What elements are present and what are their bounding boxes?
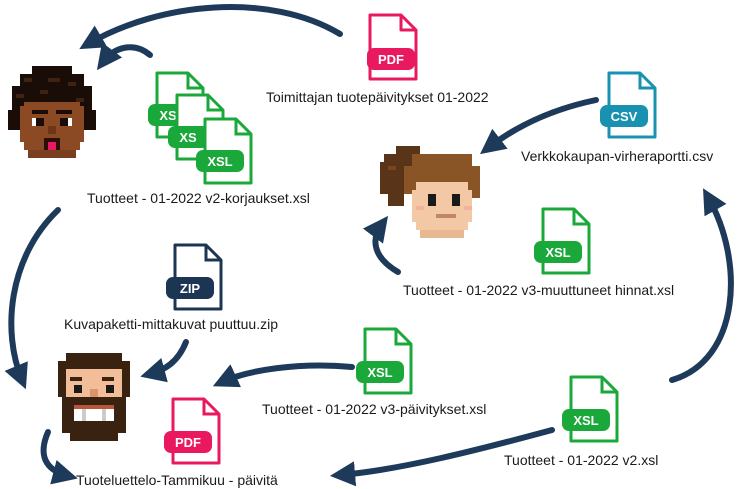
arrow-v3-prices-to-center-avatar bbox=[362, 215, 401, 275]
avatar-dark-hair bbox=[8, 66, 96, 158]
arrow-xsl-stack-to-top-avatar bbox=[96, 42, 153, 71]
xsl-file-icon-v2: XSL bbox=[562, 375, 619, 443]
file-label-v2: Tuotteet - 01-2022 v2.xsl bbox=[504, 452, 659, 468]
xsl-file-icon-v3-prices: XSL bbox=[534, 207, 591, 275]
zip-badge-label: ZIP bbox=[180, 281, 201, 296]
arrow-v3-updates-to-bottom-avatar bbox=[212, 362, 355, 388]
xsl-badge-mid: XS bbox=[179, 130, 197, 145]
xsl-file-icon-v3-updates: XSL bbox=[356, 327, 413, 395]
arrow-v2-to-catalog bbox=[329, 427, 555, 487]
xsl-badge-v3-updates: XSL bbox=[367, 365, 392, 380]
xsl-badge-v2: XSL bbox=[573, 413, 598, 428]
pdf-file-icon: PDF bbox=[367, 13, 418, 81]
file-label-image-package: Kuvapaketti-mittakuvat puuttuu.zip bbox=[64, 316, 279, 332]
avatar-bearded bbox=[58, 353, 130, 441]
file-label-supplier-updates: Toimittajan tuotepäivitykset 01-2022 bbox=[266, 89, 489, 105]
arrow-zip-to-bottom-avatar bbox=[140, 339, 189, 383]
csv-badge-label: CSV bbox=[611, 109, 638, 124]
csv-file-icon: CSV bbox=[600, 71, 657, 139]
xsl-file-stack-icon: XS XS XSL bbox=[148, 71, 253, 185]
pdf-file-icon-catalog: PDF bbox=[164, 397, 221, 465]
arrow-bottom-avatar-to-catalog bbox=[40, 429, 78, 485]
arrow-csv-to-center-avatar bbox=[480, 97, 599, 155]
arrow-v2-to-center-avatar bbox=[669, 188, 734, 383]
arrow-top-avatar-to-bottom-avatar bbox=[4, 207, 61, 390]
avatar-brown-hair bbox=[380, 146, 480, 238]
arrow-pdf-to-top-avatar bbox=[79, 4, 343, 50]
pdf-badge-label: PDF bbox=[378, 52, 404, 67]
file-label-webshop-error-report: Verkkokaupan-virheraportti.csv bbox=[521, 148, 714, 164]
xsl-badge-front: XSL bbox=[207, 154, 232, 169]
file-label-v3-updates: Tuotteet - 01-2022 v3-päivitykset.xsl bbox=[262, 401, 487, 417]
zip-file-icon: ZIP bbox=[166, 243, 223, 311]
pdf-badge-catalog: PDF bbox=[175, 435, 201, 450]
file-label-product-catalog: Tuoteluettelo-Tammikuu - päivitä bbox=[76, 472, 278, 488]
xsl-badge-back: XS bbox=[159, 108, 177, 123]
file-label-v2-corrections: Tuotteet - 01-2022 v2-korjaukset.xsl bbox=[87, 190, 310, 206]
xsl-badge-v3-prices: XSL bbox=[545, 245, 570, 260]
file-label-v3-changed-prices: Tuotteet - 01-2022 v3-muuttuneet hinnat.… bbox=[403, 282, 675, 298]
